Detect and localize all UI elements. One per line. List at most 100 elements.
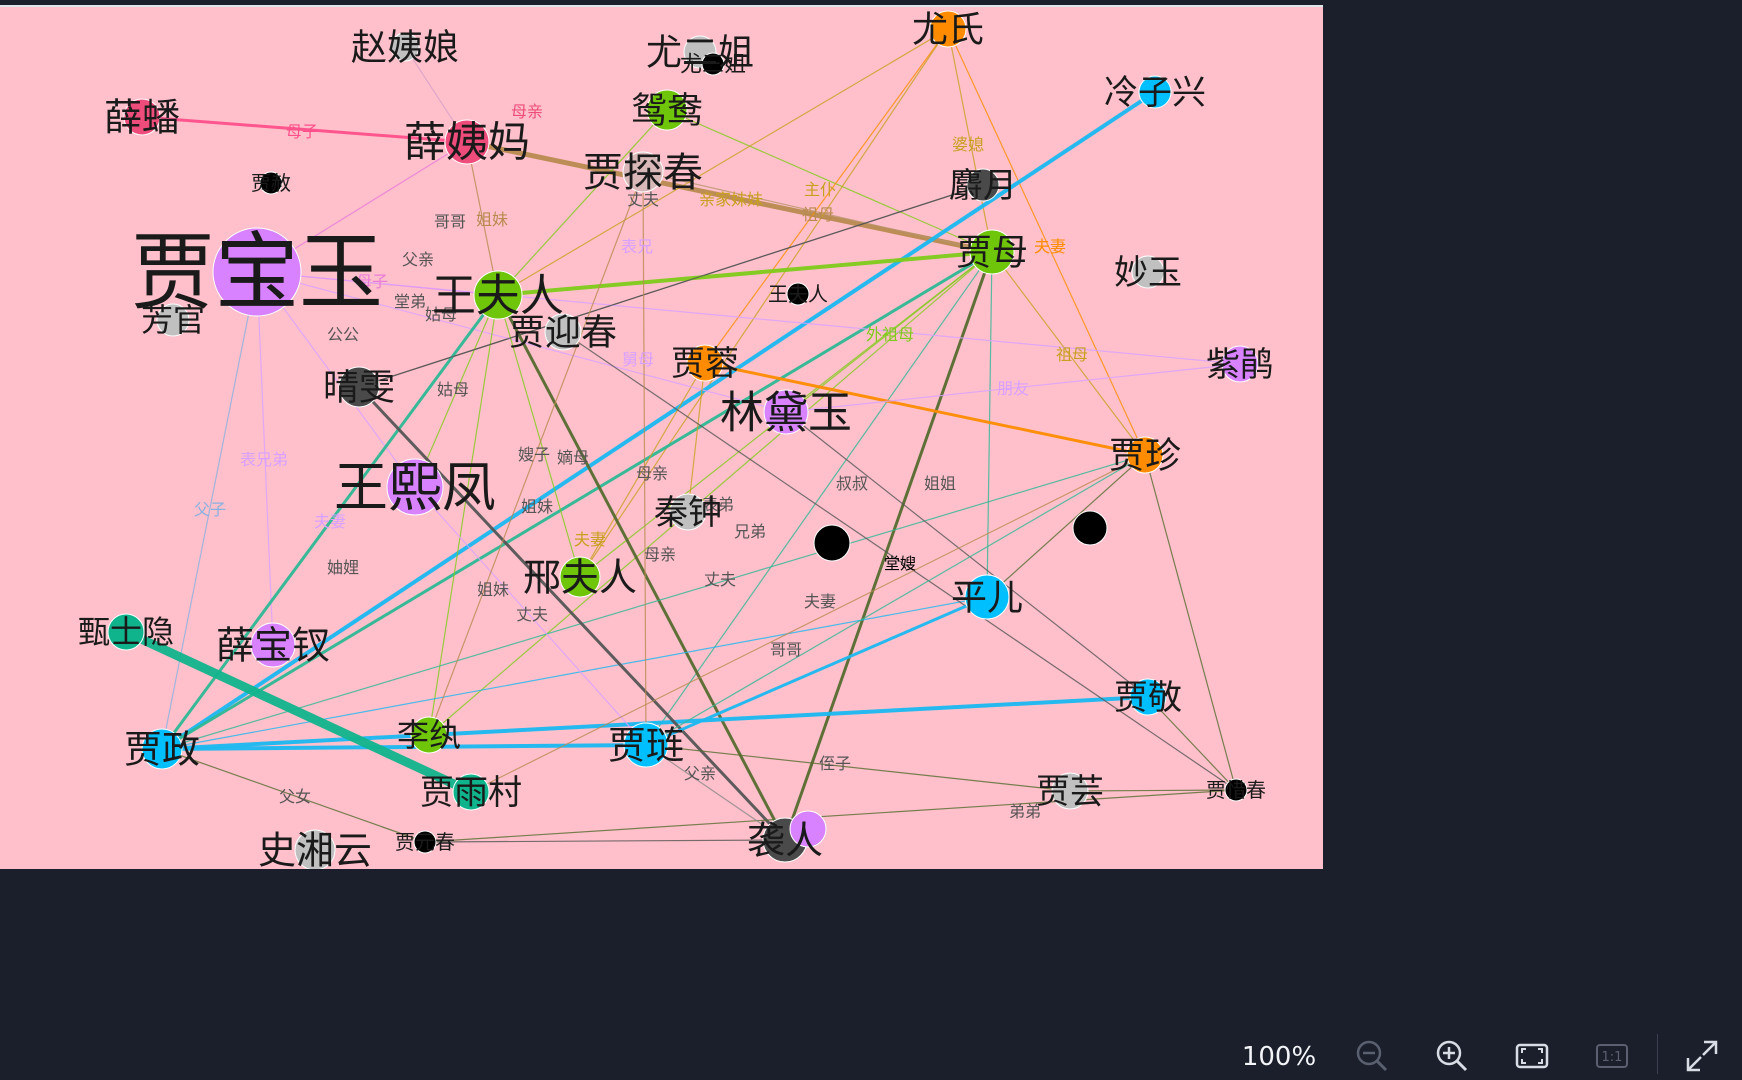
edge-jiamu-jialian	[645, 251, 993, 746]
node-miaoyu[interactable]	[1131, 255, 1165, 289]
node-shixiangyun[interactable]	[294, 829, 336, 869]
edge-jiamu-pinger	[986, 251, 993, 598]
edge-label: 表弟	[702, 495, 734, 514]
node-label-zhenshiyin: 甄士隐	[78, 613, 174, 651]
zoom-in-button[interactable]	[1432, 1036, 1472, 1076]
edge-label: 哥哥	[434, 212, 466, 231]
edge-jiazheng-pinger	[161, 596, 988, 750]
edge-yuanyang-wangfuren	[497, 109, 668, 296]
edge-label: 祖母	[802, 205, 834, 224]
edge-label: 妯娌	[327, 558, 359, 577]
node-label-shixiangyun: 史湘云	[258, 828, 372, 869]
edge-label: 母子	[286, 122, 318, 141]
node-label-jiazhen: 贾珍	[1109, 436, 1181, 477]
node-daiyu[interactable]	[763, 389, 809, 435]
actual-size-icon: 1:1	[1596, 1044, 1628, 1068]
node-label-wangren: 王夫人	[768, 282, 828, 306]
node-jiazheng[interactable]	[141, 728, 183, 770]
edge-label: 夫妻	[804, 592, 836, 611]
node-xifeng[interactable]	[386, 458, 444, 516]
node-youshi[interactable]	[929, 10, 967, 48]
node-jiashe[interactable]	[259, 171, 283, 195]
edge-youshi-jiamu	[947, 28, 993, 253]
edge-jiazheng-yuanchun	[161, 748, 426, 843]
node-xueyima[interactable]	[444, 119, 490, 165]
node-jialian[interactable]	[623, 722, 669, 768]
node-jiajing[interactable]	[1129, 678, 1167, 716]
edge-label: 婆媳	[952, 135, 984, 154]
node-label-xuepan: 薛蟠	[104, 95, 180, 139]
edge-label: 母亲	[636, 464, 668, 483]
node-yuanchun[interactable]	[413, 830, 437, 854]
node-label-xueyima: 薛姨妈	[404, 118, 530, 167]
edge-jialian-jiayun	[645, 744, 1071, 792]
node-jiazhen[interactable]	[1126, 436, 1164, 474]
edge-zhenshiyin-jiayucun	[124, 627, 473, 797]
fullscreen-icon	[1686, 1040, 1718, 1072]
node-unk1[interactable]	[813, 524, 851, 562]
node-qingwen[interactable]	[338, 366, 380, 408]
graph-canvas[interactable]: 母亲母子哥哥姐妹父亲丈夫亲家妹妹主仆祖母婆媳夫妻母子堂弟姑母公公姑母表兄弟父子夫…	[0, 5, 1323, 869]
edge-label: 父女	[279, 787, 311, 806]
edge-label: 弟弟	[1009, 802, 1041, 821]
edge-wangfuren-liwan	[428, 294, 499, 736]
node-pinger[interactable]	[964, 574, 1010, 620]
node-label-daiyu: 林黛玉	[720, 387, 852, 438]
edge-daiyu-jiajing	[785, 411, 1149, 698]
edge-youshi-wangfuren	[497, 28, 949, 296]
node-label-tanchun: 贾探春	[583, 150, 703, 196]
edge-jiazheng-jiazhen	[161, 454, 1146, 750]
node-wangfuren[interactable]	[473, 270, 523, 320]
node-sheyue[interactable]	[966, 168, 1000, 202]
node-jiamu[interactable]	[969, 229, 1015, 275]
edge-jiamu-jiazhen	[991, 251, 1146, 456]
actual-size-button[interactable]: 1:1	[1592, 1036, 1632, 1076]
edge-label: 舅母	[622, 350, 654, 369]
node-xichun[interactable]	[1224, 778, 1248, 802]
node-zhenshiyin[interactable]	[107, 613, 145, 651]
node-baochai[interactable]	[250, 622, 296, 668]
node-yingchun[interactable]	[544, 313, 582, 351]
node-label-sheyue: 麝月	[949, 166, 1017, 206]
node-xingfuren[interactable]	[559, 556, 601, 598]
edge-jiamu-daiyu	[785, 251, 993, 413]
node-liwan[interactable]	[410, 716, 448, 754]
node-zijuan[interactable]	[1221, 345, 1259, 383]
edge-label: 朋友	[997, 379, 1029, 398]
node-label-jiashe: 贾赦	[251, 171, 291, 195]
edge-label: 侄子	[819, 754, 851, 773]
node-xuepan[interactable]	[123, 98, 161, 136]
node-fangguan[interactable]	[156, 303, 190, 337]
fullscreen-button[interactable]	[1682, 1036, 1722, 1076]
node-zhao[interactable]	[390, 32, 420, 62]
node-wangren[interactable]	[786, 282, 810, 306]
fit-screen-button[interactable]	[1512, 1036, 1552, 1076]
node-leng[interactable]	[1138, 75, 1172, 109]
node-label-zijuan: 紫鹃	[1206, 345, 1274, 385]
node-jiayucun[interactable]	[452, 773, 490, 811]
toolbar-divider	[1657, 1034, 1658, 1074]
relationship-graph[interactable]: 母亲母子哥哥姐妹父亲丈夫亲家妹妹主仆祖母婆媳夫妻母子堂弟姑母公公姑母表兄弟父子夫…	[0, 7, 1323, 869]
zoom-out-button[interactable]	[1352, 1036, 1392, 1076]
node-label-pinger: 平儿	[951, 578, 1023, 619]
node-qinzhong[interactable]	[669, 493, 707, 531]
node-you3[interactable]	[701, 52, 725, 76]
node-labels-layer: 赵姨娘尤二姐尤三姐尤氏冷子兴薛蟠薛姨妈鸳鸯贾探春麝月贾母妙玉贾赦贾宝玉王夫人芳官…	[78, 10, 1274, 869]
node-tanchun[interactable]	[622, 151, 664, 193]
edge-yuanchun-xichun	[424, 789, 1237, 843]
node-jiayun[interactable]	[1051, 772, 1089, 810]
node-label-yuanyang: 鸳鸯	[631, 91, 703, 132]
edge-jialian-jiazhen	[645, 454, 1146, 746]
edge-label: 亲家妹妹	[699, 190, 763, 209]
edge-jiajing-xichun	[1147, 696, 1237, 791]
node-baoqin[interactable]	[789, 810, 827, 848]
edge-label: 丈夫	[516, 605, 548, 624]
node-unk2[interactable]	[1072, 510, 1108, 546]
edge-label: 主仆	[804, 180, 836, 199]
node-yuanyang[interactable]	[646, 89, 688, 131]
node-label-zhao: 赵姨娘	[351, 28, 459, 69]
node-baoyu[interactable]	[212, 227, 302, 317]
edge-label: 姐妹	[476, 210, 508, 229]
fit-screen-icon	[1515, 1043, 1549, 1069]
node-jiarong[interactable]	[686, 344, 724, 382]
